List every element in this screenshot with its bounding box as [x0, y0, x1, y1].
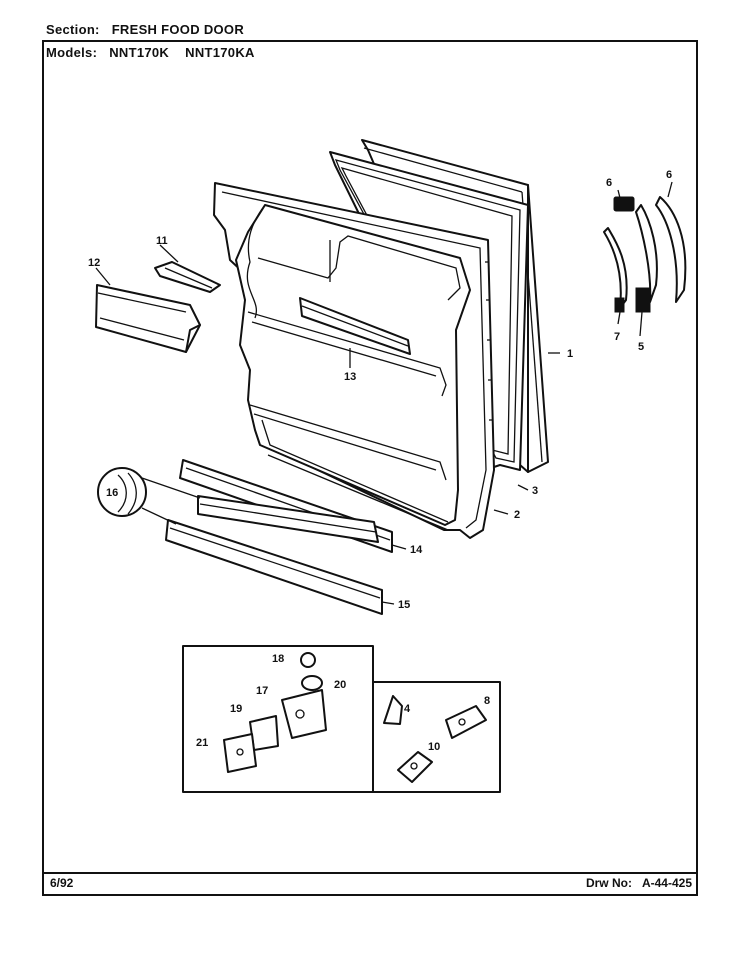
inset-box-parts: [372, 681, 501, 793]
callout-20: 20: [334, 679, 346, 691]
callout-2: 2: [514, 509, 520, 521]
callout-3: 3: [532, 485, 538, 497]
inset-box-hinge: [182, 645, 374, 793]
callout-13: 13: [344, 371, 356, 383]
callout-14: 14: [410, 544, 423, 556]
callout-5: 5: [638, 341, 644, 353]
callout-15: 15: [398, 599, 410, 611]
callout-7: 7: [614, 331, 620, 343]
shelf-retainer-assembly: [235, 204, 471, 531]
callout-6: 6: [606, 177, 612, 189]
callout-17: 17: [256, 685, 268, 697]
section-header: Section: FRESH FOOD DOOR: [46, 22, 244, 37]
callout-1: 1: [567, 348, 573, 360]
callout-18: 18: [272, 653, 284, 665]
dairy-door: [95, 284, 201, 353]
callout-12: 12: [88, 257, 100, 269]
detail-circle: [97, 467, 201, 525]
trim-strip: [165, 519, 383, 615]
callout-10: 10: [428, 741, 440, 753]
footer-divider: [42, 872, 698, 874]
models-header: Models: NNT170K NNT170KA: [46, 45, 271, 60]
drawing-number-label: Drw No:: [585, 876, 632, 890]
section-value: FRESH FOOD DOOR: [111, 22, 245, 37]
callout-16: 16: [106, 487, 118, 499]
model-number: NNT170KA: [185, 45, 255, 60]
hinge-strap: [603, 196, 687, 313]
drawing-number-value: A-44-425: [641, 876, 692, 890]
callout-19: 19: [230, 703, 242, 715]
section-label: Section:: [46, 22, 100, 37]
door-shelf-bars: [179, 459, 393, 553]
drawing-number: Drw No: A-44-425: [586, 876, 692, 890]
callout-8: 8: [484, 695, 490, 707]
callout-11: 11: [156, 235, 168, 247]
callout-21: 21: [196, 737, 208, 749]
callout-4: 4: [404, 703, 411, 715]
drawing-date: 6/92: [50, 876, 74, 890]
part-11: [154, 261, 221, 293]
drawing-frame: [42, 40, 698, 896]
models-label: Models:: [46, 45, 98, 60]
model-number: NNT170K: [109, 45, 170, 60]
callout-6: 6: [666, 169, 672, 181]
leader-lines: [95, 181, 673, 605]
